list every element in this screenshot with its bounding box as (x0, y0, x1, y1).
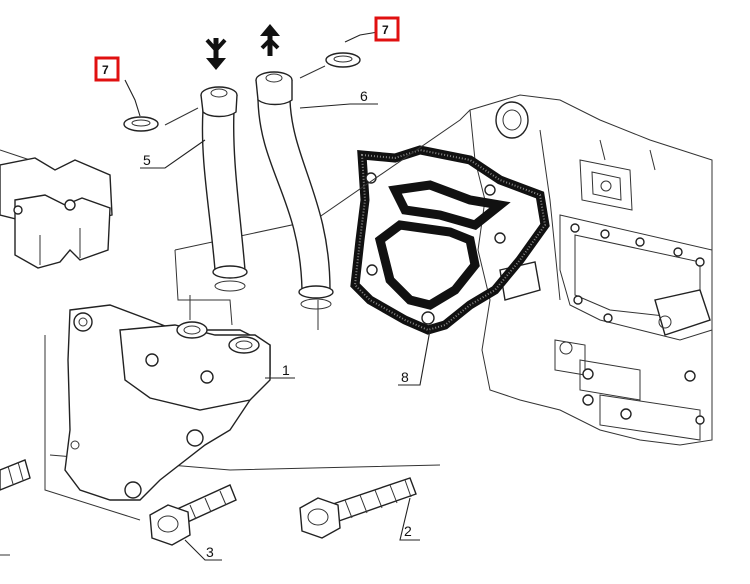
callout-6: 6 (360, 88, 368, 104)
pipe-part-6 (255, 71, 334, 310)
badge-7-right: 7 (374, 16, 400, 42)
o-ring-right (299, 52, 361, 79)
gasket-part-8 (350, 145, 550, 335)
bolt-part-2 (299, 477, 417, 539)
badge-7-left: 7 (94, 56, 120, 82)
badge-7-right-text: 7 (382, 23, 389, 37)
bolt-partial-left (0, 459, 31, 556)
callout-3: 3 (206, 544, 214, 560)
bolt-part-3 (149, 484, 237, 546)
housing-part-1 (64, 304, 271, 501)
engine-block (469, 94, 713, 446)
callout-8: 8 (401, 369, 409, 385)
o-ring-left (123, 107, 199, 132)
callout-2: 2 (404, 523, 412, 539)
arrow-down-icon (205, 38, 227, 70)
badge-7-left-text: 7 (102, 63, 109, 77)
callout-labels: 1 2 3 5 6 8 (143, 88, 412, 560)
callout-5: 5 (143, 152, 151, 168)
callout-leaders (124, 31, 431, 561)
clip-bracket (0, 157, 113, 269)
callout-1: 1 (282, 362, 290, 378)
pipe-part-5 (200, 86, 248, 292)
arrow-up-icon (260, 24, 280, 56)
